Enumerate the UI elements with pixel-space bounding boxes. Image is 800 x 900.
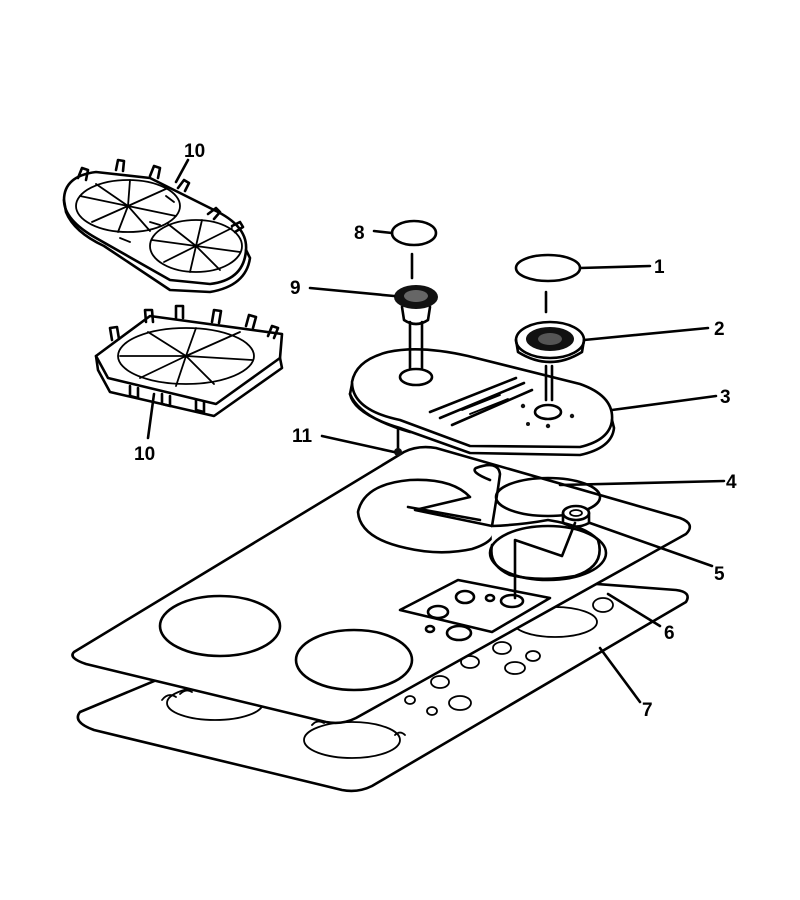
left-burner-head (394, 285, 438, 370)
callout-1: 1 (654, 257, 665, 278)
leader-2 (582, 326, 710, 342)
leader-11 (320, 434, 396, 454)
burner-plate (348, 347, 616, 457)
leader-1 (578, 264, 652, 270)
callout-11: 11 (292, 426, 313, 447)
leader-5 (588, 521, 714, 568)
leader-8 (372, 229, 394, 235)
callout-2: 2 (714, 319, 725, 340)
callout-9: 9 (290, 278, 301, 299)
single-burner-grate (94, 304, 284, 418)
leader-4 (558, 479, 726, 487)
leader-7 (598, 646, 642, 704)
callout-labels: 1 2 3 4 5 6 7 8 9 10 10 11 (134, 141, 737, 721)
callout-10-top: 10 (184, 141, 205, 162)
double-burner-grate (62, 158, 252, 294)
callout-7: 7 (642, 700, 653, 721)
callout-5: 5 (714, 564, 725, 585)
leader-6 (606, 592, 662, 628)
right-burner-head (514, 320, 586, 402)
leader-3 (610, 394, 718, 412)
callout-8: 8 (354, 223, 365, 244)
callout-10-bottom: 10 (134, 444, 155, 465)
orifice-fitting (561, 504, 591, 528)
right-burner-cap (514, 253, 582, 314)
callout-4: 4 (726, 472, 737, 493)
leader-10-bottom (146, 392, 156, 440)
leader-lines (146, 158, 726, 704)
callout-3: 3 (720, 387, 731, 408)
callout-6: 6 (664, 623, 675, 644)
glass-top-plate (71, 445, 692, 725)
left-burner-cap (390, 219, 438, 280)
leader-9 (308, 286, 396, 298)
leader-10-top (174, 158, 190, 184)
part-11-indicator (394, 426, 402, 456)
